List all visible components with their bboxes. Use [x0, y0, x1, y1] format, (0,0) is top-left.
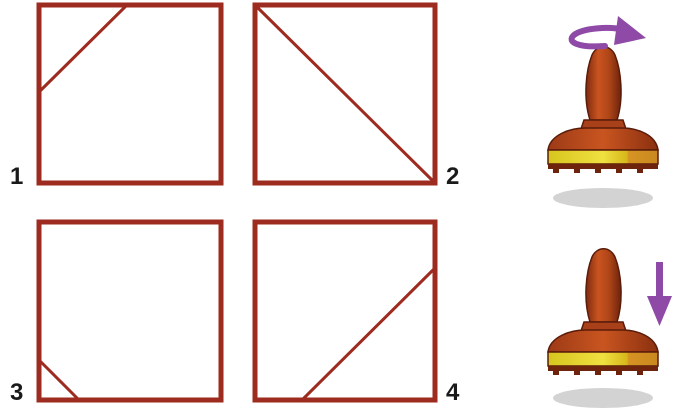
stamp-band [548, 150, 658, 164]
panel-3-fold-line [39, 360, 79, 400]
panel-4-fold-line [302, 268, 435, 400]
stamp-shadow [553, 188, 653, 208]
panel-4: 4 [255, 222, 460, 406]
panel-2-fold-line [257, 7, 433, 181]
panel-4-frame [255, 222, 435, 400]
panel-1-label: 1 [10, 163, 23, 190]
stamp-shadow [553, 388, 653, 408]
down-arrow-icon [647, 262, 672, 326]
rotate-arrow-icon [572, 16, 646, 46]
panel-3: 3 [10, 222, 221, 406]
stamp-teeth [553, 169, 643, 173]
stamp-teeth [553, 371, 643, 375]
stamp-rotate-icon [548, 16, 658, 208]
stamp-bottom [548, 366, 658, 371]
stamp-handle [586, 47, 621, 120]
stamp-band [548, 352, 658, 366]
stamp-base [548, 330, 658, 352]
panel-1-fold-line [39, 5, 127, 92]
stamp-bottom [548, 164, 658, 169]
panel-2-label: 2 [446, 163, 459, 190]
stamp-handle [586, 249, 621, 322]
stamp-press-icon [548, 249, 672, 408]
panel-2: 2 [255, 5, 459, 190]
stamp-base [548, 128, 658, 150]
panel-1-frame [39, 5, 221, 183]
panel-1: 1 [10, 5, 221, 190]
panel-3-frame [39, 222, 221, 400]
panel-4-label: 4 [446, 379, 460, 406]
panel-3-label: 3 [10, 379, 23, 406]
